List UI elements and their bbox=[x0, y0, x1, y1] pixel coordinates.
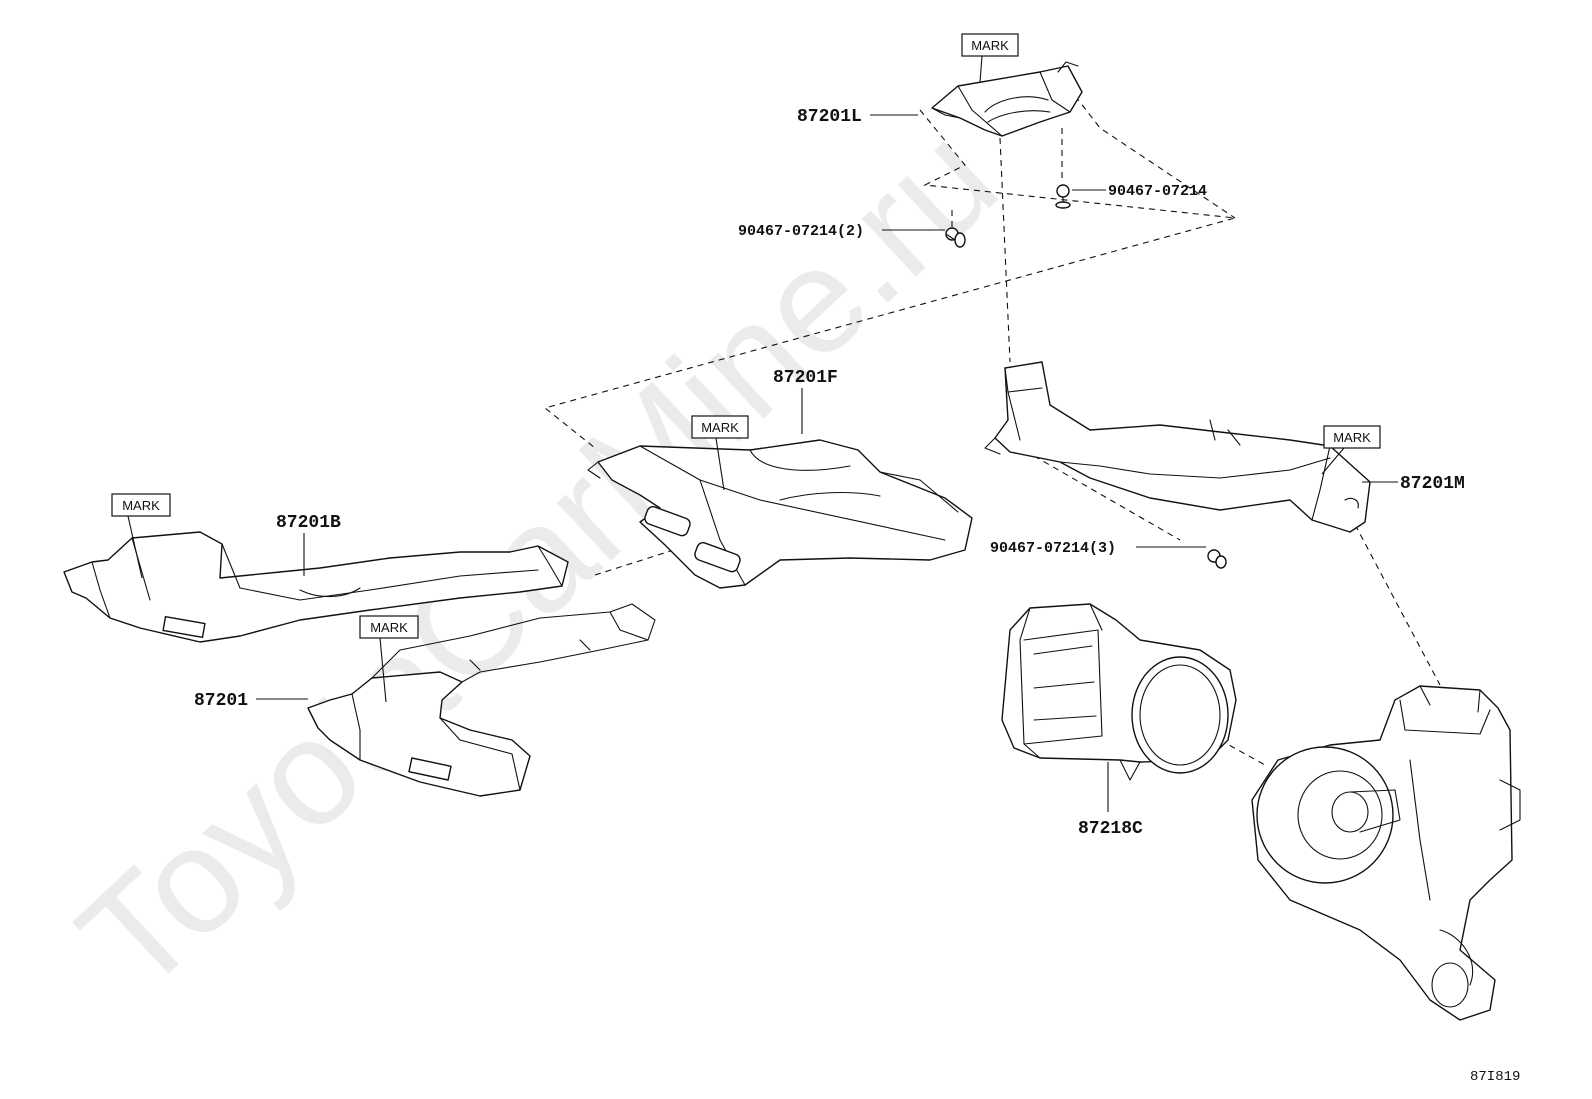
mark-tag-87201B: MARK bbox=[111, 493, 171, 579]
svg-text:90467-07214(2): 90467-07214(2) bbox=[738, 223, 864, 240]
part-87201M bbox=[984, 361, 1371, 533]
mark-tag-87201: MARK bbox=[359, 615, 419, 703]
label-87201M: 87201M bbox=[1362, 474, 1465, 494]
label-87201B: 87201B bbox=[276, 513, 341, 576]
label-90467-07214: 90467-07214 bbox=[1072, 183, 1207, 200]
part-87201 bbox=[307, 603, 656, 797]
svg-text:90467-07214(3): 90467-07214(3) bbox=[990, 540, 1116, 557]
part-87201L bbox=[931, 61, 1083, 137]
label-87218C: 87218C bbox=[1078, 762, 1143, 839]
part-87218C bbox=[1001, 603, 1237, 781]
mark-tag-87201F: MARK bbox=[691, 415, 749, 491]
part-87201B bbox=[63, 531, 569, 643]
clip-right bbox=[1207, 549, 1227, 569]
label-87201L: 87201L bbox=[797, 107, 918, 127]
svg-text:87201L: 87201L bbox=[797, 107, 862, 127]
mark-tag-87201L: MARK bbox=[961, 33, 1019, 83]
blower-assembly bbox=[1251, 685, 1521, 1021]
svg-text:87218C: 87218C bbox=[1078, 819, 1143, 839]
svg-text:87201: 87201 bbox=[194, 691, 248, 711]
svg-text:87201F: 87201F bbox=[773, 368, 838, 388]
clip-upper-left bbox=[945, 227, 966, 248]
svg-text:MARK: MARK bbox=[1333, 430, 1371, 445]
svg-text:90467-07214: 90467-07214 bbox=[1108, 183, 1207, 200]
diagram-code: 87I819 bbox=[1470, 1069, 1520, 1085]
svg-text:87201B: 87201B bbox=[276, 513, 341, 533]
svg-text:MARK: MARK bbox=[971, 38, 1009, 53]
clip-upper-right bbox=[1055, 184, 1071, 209]
svg-text:87201M: 87201M bbox=[1400, 474, 1465, 494]
svg-text:MARK: MARK bbox=[370, 620, 408, 635]
svg-text:MARK: MARK bbox=[122, 498, 160, 513]
mark-tag-87201M: MARK bbox=[1321, 425, 1381, 475]
part-87201F bbox=[587, 439, 973, 589]
label-87201F: 87201F bbox=[773, 368, 838, 434]
svg-text:MARK: MARK bbox=[701, 420, 739, 435]
label-90467-07214-2: 90467-07214(2) bbox=[738, 223, 945, 240]
label-90467-07214-3: 90467-07214(3) bbox=[990, 540, 1206, 557]
label-87201: 87201 bbox=[194, 691, 308, 711]
